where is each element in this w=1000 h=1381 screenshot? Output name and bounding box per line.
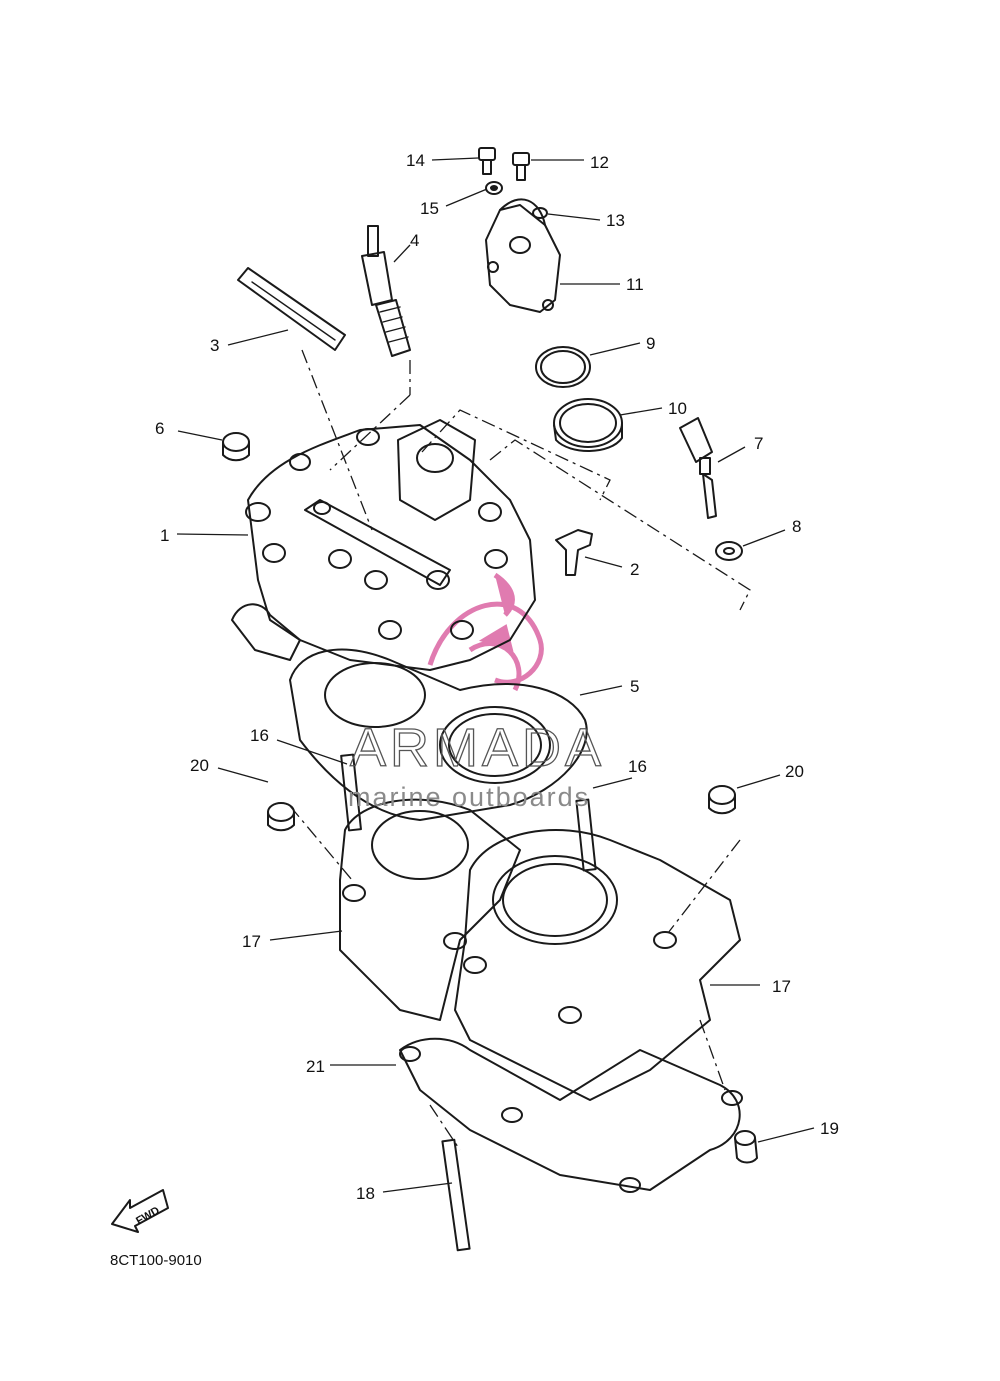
cylinder-head-1 <box>231 419 536 671</box>
stud-16-left <box>340 753 362 832</box>
callout-4: 4 <box>410 231 419 250</box>
callout-11: 11 <box>626 275 644 294</box>
assembly-lines <box>289 349 751 1151</box>
nut-20-left <box>267 802 295 832</box>
nut-20-right <box>708 785 736 815</box>
callout-2: 2 <box>630 560 639 579</box>
spark-plug-4 <box>361 225 411 357</box>
callout-7: 7 <box>754 434 763 453</box>
callout-9: 9 <box>646 334 655 353</box>
callout-5: 5 <box>630 677 639 696</box>
callout-3: 3 <box>210 336 219 355</box>
thermostat-cover-11 <box>485 198 561 313</box>
washer-8 <box>715 541 743 561</box>
bolt-14 <box>478 147 496 175</box>
base-gasket-21 <box>399 1037 743 1193</box>
forward-direction-arrow-icon: FWD <box>111 1189 169 1233</box>
dowel-19 <box>734 1130 758 1164</box>
decal-label-3 <box>237 267 346 351</box>
washer-15 <box>485 181 503 195</box>
callout-leaders <box>176 157 815 1193</box>
callout-20-left: 20 <box>190 756 209 775</box>
callout-labels: 14 12 15 13 11 4 3 9 10 7 8 2 6 1 5 16 1… <box>155 151 839 1203</box>
washer-13 <box>532 207 548 219</box>
cylinder-17-left <box>339 798 521 1021</box>
callout-18: 18 <box>356 1184 375 1203</box>
callout-6: 6 <box>155 419 164 438</box>
callout-17-left: 17 <box>242 932 261 951</box>
callout-21: 21 <box>306 1057 325 1076</box>
watermark-tagline: marine outboards <box>348 782 590 812</box>
callout-20-right: 20 <box>785 762 804 781</box>
callout-10: 10 <box>668 399 687 418</box>
callout-16-left: 16 <box>250 726 269 745</box>
watermark-logo <box>427 572 544 692</box>
callout-14: 14 <box>406 151 425 170</box>
callout-12: 12 <box>590 153 609 172</box>
callout-1: 1 <box>160 526 169 545</box>
watermark-brand: ARMADA <box>350 718 605 778</box>
callout-17-right: 17 <box>772 977 791 996</box>
temp-sensor-7 <box>679 417 717 519</box>
callout-15: 15 <box>420 199 439 218</box>
fitting-2 <box>555 529 593 576</box>
callout-13: 13 <box>606 211 625 230</box>
callout-19: 19 <box>820 1119 839 1138</box>
head-gasket-5 <box>289 648 588 821</box>
stud-18 <box>441 1138 471 1252</box>
drawing-code: 8CT100-9010 <box>110 1252 202 1269</box>
o-ring-9 <box>535 346 591 388</box>
nut-6 <box>222 432 250 462</box>
callout-8: 8 <box>792 517 801 536</box>
thermostat-10 <box>553 398 623 452</box>
bolt-12 <box>512 152 530 181</box>
cylinder-17-right <box>454 829 741 1101</box>
callout-16-right: 16 <box>628 757 647 776</box>
